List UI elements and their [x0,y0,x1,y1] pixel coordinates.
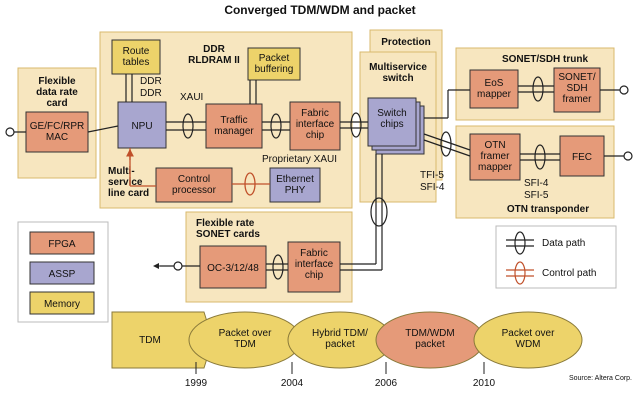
ethernet-phy-block [269,167,321,203]
legend-memory-label: Memory [44,299,80,310]
npu-block [117,101,167,149]
otn-transponder-title: OTN transponder [507,204,589,215]
legend-assp-label: ASSP [49,269,76,280]
data-path-legend-label: Data path [542,238,585,249]
tfi5-label: TFI-5 [420,170,444,181]
timeline-label-hybrid: Hybrid TDM/packet [312,328,368,350]
packet-buffering-block [247,47,301,81]
timeline-year-1999: 1999 [185,378,208,389]
eos-mapper-block [469,69,519,109]
fabric-interface-chip-top-block [289,101,341,151]
legend-fpga-swatch [29,231,95,255]
fec-label: FEC [572,152,592,163]
legend-memory-swatch [29,291,95,315]
sonet-trunk-title: SONET/SDH trunk [502,54,589,65]
data-path-legend-icon [506,231,534,255]
legend-assp-swatch [29,261,95,285]
npu-label: NPU [131,121,152,132]
protection-title: Protection [381,37,430,48]
sfi4-left-label: SFI-4 [420,182,445,193]
traffic-manager-block [205,103,263,149]
timeline-year-2006: 2006 [375,378,398,389]
control-path-legend-label: Control path [542,268,596,279]
control-processor-block [155,167,233,203]
sonet-sdh-framer-block [553,67,601,113]
control-path-legend-icon [506,261,534,285]
source-credit: Source: Altera Corp. [569,375,632,382]
legend-fpga-label: FPGA [48,239,76,250]
sfi5-label: SFI-5 [524,190,549,201]
timeline-year-2004: 2004 [281,378,304,389]
proprietary-xaui-label: Proprietary XAUI [262,154,337,165]
timeline-label-tdm: TDM [139,335,161,346]
optical-connectors [5,85,633,271]
fec-block [559,135,605,177]
ddr-label-1: DDR [140,76,162,87]
timeline-year-2010: 2010 [473,378,496,389]
sfi4-right-label: SFI-4 [524,178,549,189]
data-path-lines [8,74,626,271]
ddr-label-2: DDR [140,88,162,99]
timeline-stage-packet-over-wdm [473,311,583,369]
otn-framer-mapper-block [469,133,521,181]
route-tables-block [111,39,161,75]
oc-block [199,245,267,289]
xaui-label: XAUI [180,92,203,103]
diagram-title: Converged TDM/WDM and packet [224,3,415,17]
data-path-ellipses [182,76,546,280]
oc-label: OC-3/12/48 [207,263,259,274]
fabric-interface-chip-bottom-block [287,241,341,293]
